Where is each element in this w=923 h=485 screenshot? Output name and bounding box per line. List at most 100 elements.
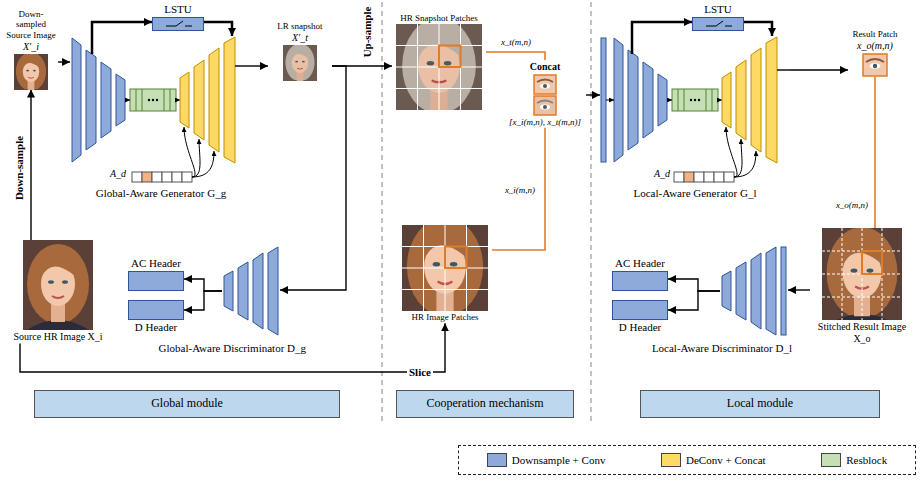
discriminator-network	[751, 253, 761, 329]
concat-patch-pair	[543, 84, 547, 88]
generator-network	[152, 172, 162, 182]
stitched-image: Stitched Result Image X_o	[810, 228, 914, 345]
patch-grid: HR Snapshot Patches	[392, 12, 486, 110]
header-rect	[129, 301, 184, 320]
generator-network	[136, 89, 170, 111]
discriminator-block: Global-Aware Discriminator D_g	[222, 246, 280, 336]
lstu-box	[152, 17, 204, 31]
lstu-unit: LSTU	[692, 2, 744, 31]
node-label: LR snapshot	[268, 21, 332, 31]
legend-swatch	[661, 453, 681, 467]
node-label: HR Image Patches	[398, 312, 492, 322]
connector-arrow	[668, 291, 720, 310]
module-band: Global module	[34, 390, 340, 418]
discriminator-network	[722, 247, 786, 335]
connector-arrow	[92, 22, 152, 36]
generator-network	[694, 99, 696, 101]
generator-network	[184, 127, 195, 177]
node-label: Down-sampled Source Image	[4, 9, 58, 40]
node-label: Local-Aware Discriminator D_l	[652, 342, 792, 355]
patch-grid-image	[396, 24, 482, 110]
module-band: Local module	[640, 390, 880, 418]
generator-network	[643, 62, 653, 138]
generator-network	[156, 99, 158, 101]
node-label: Global-Aware Generator G_g	[70, 187, 252, 200]
concat-patch-pair	[537, 100, 553, 103]
connector-arrow	[790, 69, 848, 70]
generator-network	[698, 99, 700, 101]
concat-patches: Concat [x_i(m,n), x_t(m,n)]	[504, 60, 586, 128]
node-label: [x_i(m,n), x_t(m,n)]	[504, 117, 586, 127]
node-label: Global-Aware Discriminator D_g	[159, 342, 306, 355]
image-thumbnail: Down-sampled Source ImageX′_i	[4, 8, 58, 90]
header-rect	[128, 300, 184, 320]
header-box: AC Header	[612, 256, 668, 291]
result-patch-image	[862, 53, 888, 77]
generator-network	[182, 172, 192, 182]
header-box: D Header	[612, 300, 668, 335]
lstu-box	[166, 21, 192, 26]
generator-network	[180, 37, 235, 163]
generator-network	[224, 37, 235, 163]
generator-network	[209, 48, 219, 152]
module-name: Local module	[645, 397, 875, 411]
header-box: AC Header	[128, 256, 184, 291]
node-label: HR Snapshot Patches	[392, 13, 486, 23]
concat-patch-pair	[543, 105, 547, 109]
generator-network	[176, 100, 180, 101]
face-thumbnail	[14, 54, 48, 90]
concat-patch-pair	[534, 96, 556, 115]
legend-item: Downsample + Conv	[487, 453, 606, 467]
generator-network	[734, 139, 742, 177]
discriminator-network	[766, 247, 776, 335]
legend-swatch	[487, 453, 507, 467]
connector-arrow	[874, 77, 876, 228]
generator-network	[658, 74, 667, 126]
generator-network	[672, 89, 718, 111]
concat-patch-pair	[533, 74, 557, 116]
generator-block: Local-Aware Generator G_l	[600, 36, 790, 201]
generator-network	[777, 69, 790, 70]
generator-network	[601, 38, 667, 162]
generator-network	[86, 50, 96, 150]
node-label: D Header	[128, 321, 184, 334]
header-rect	[613, 271, 668, 290]
edge-label: x_t(m,n)	[499, 37, 533, 48]
result-patch-image	[863, 54, 887, 76]
connector-arrow	[492, 128, 545, 250]
edge-label: x_o(m,n)	[834, 200, 870, 211]
node-label: Concat	[504, 61, 586, 73]
node-label: Local-Aware Generator G_l	[600, 187, 790, 200]
connector-arrow	[586, 94, 600, 95]
generator-network	[91, 36, 94, 54]
generator-network	[600, 36, 790, 186]
module-name: Global module	[39, 397, 335, 411]
node-label: X′_t	[268, 32, 332, 44]
concat-patch-pair	[537, 79, 553, 82]
node-label: AC Header	[612, 257, 668, 270]
face-photo	[23, 240, 93, 330]
node-label: D Header	[612, 321, 668, 334]
legend-text: Resblock	[846, 454, 887, 466]
lstu-box	[706, 21, 732, 26]
patch-grid-image	[402, 225, 488, 311]
patch-grid-image	[396, 24, 482, 110]
face-thumbnail	[283, 45, 317, 81]
generator-network	[704, 172, 714, 182]
result-patch-image	[870, 63, 881, 69]
connector-arrow	[252, 65, 268, 66]
edge-label: Down-sample	[13, 134, 26, 202]
generator-network	[606, 100, 614, 101]
concat-patch-pair	[540, 104, 550, 109]
lstu-box	[153, 17, 204, 30]
generator-network	[192, 139, 200, 177]
discriminator-network	[781, 247, 786, 335]
image-thumbnail: LR snapshotX′_t	[268, 20, 332, 81]
discriminator-network	[736, 262, 746, 320]
generator-network	[667, 100, 672, 101]
stitched-image	[822, 228, 902, 320]
module-band: Cooperation mechanism	[396, 390, 574, 418]
header-rect	[612, 300, 668, 320]
stitched-image	[862, 251, 882, 274]
